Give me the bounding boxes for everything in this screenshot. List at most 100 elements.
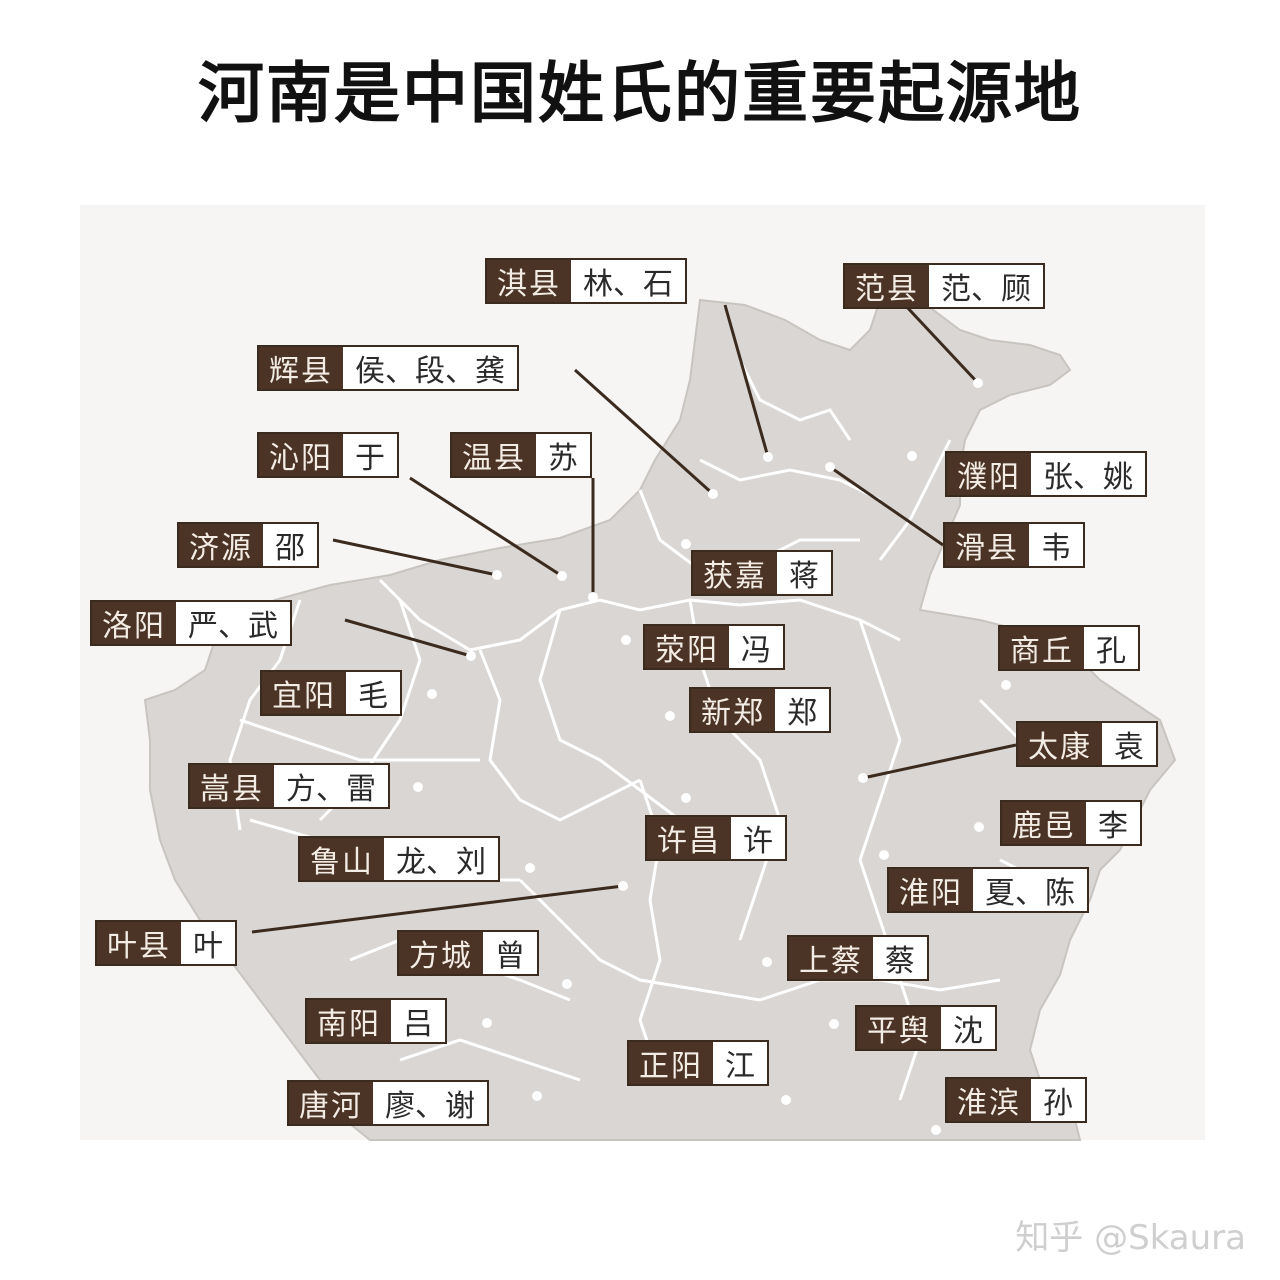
place-name: 方城 (399, 932, 483, 974)
place-name: 唐河 (289, 1082, 373, 1124)
connector-line-luoyang (344, 618, 472, 658)
location-dot-huixian (708, 489, 718, 499)
surname-list: 郑 (787, 696, 817, 731)
surname-list: 夏、陈 (985, 876, 1075, 911)
label-fangcheng: 方城曾 (397, 930, 539, 976)
place-name: 淮阳 (889, 869, 973, 911)
location-dot-shangcai (762, 957, 772, 967)
label-xingyang: 荥阳冯 (643, 624, 785, 670)
location-dot-yiyang (427, 689, 437, 699)
surname-list: 苏 (548, 441, 578, 476)
label-jiyuan: 济源邵 (177, 522, 319, 568)
connector-line-qixian (723, 304, 770, 458)
surname-list: 韦 (1041, 531, 1071, 566)
label-huaiyang: 淮阳夏、陈 (887, 867, 1089, 913)
place-name: 上蔡 (789, 937, 873, 979)
place-name: 范县 (845, 265, 929, 307)
surname-list: 叶 (193, 929, 223, 964)
surname-list: 孔 (1096, 634, 1126, 669)
connector-line-huixian (573, 368, 715, 496)
location-dot-huaxian (825, 462, 835, 472)
location-dot-zhengyang (781, 1095, 791, 1105)
place-name: 鲁山 (300, 838, 384, 880)
location-dot-huaibin (931, 1125, 941, 1135)
label-yiyang: 宜阳毛 (260, 670, 402, 716)
location-dot-luyi (974, 822, 984, 832)
surname-list: 李 (1098, 809, 1128, 844)
label-xuchang: 许昌许 (645, 815, 787, 861)
label-puyang: 濮阳张、姚 (945, 451, 1147, 497)
place-name: 南阳 (307, 1000, 391, 1042)
place-name: 获嘉 (693, 552, 777, 594)
place-name: 淇县 (487, 260, 571, 302)
place-name: 宜阳 (262, 672, 346, 714)
label-huaxian: 滑县韦 (943, 522, 1085, 568)
label-xinzheng: 新郑郑 (689, 687, 831, 733)
place-name: 许昌 (647, 817, 731, 859)
label-pingyu: 平舆沈 (855, 1005, 997, 1051)
location-dot-qixian (763, 452, 773, 462)
label-tanghe: 唐河廖、谢 (287, 1080, 489, 1126)
label-taikang: 太康袁 (1016, 721, 1158, 767)
surname-list: 廖、谢 (385, 1089, 475, 1124)
surname-list: 蔡 (885, 944, 915, 979)
henan-province-shape (143, 283, 1177, 1141)
label-shangcai: 上蔡蔡 (787, 935, 929, 981)
place-name: 济源 (179, 524, 263, 566)
page-title: 河南是中国姓氏的重要起源地 (198, 55, 1082, 132)
connector-line-taikang (862, 743, 1017, 780)
location-dot-xinzheng (665, 711, 675, 721)
location-dot-shangqiu (1001, 680, 1011, 690)
location-dot-songxian (413, 782, 423, 792)
place-name: 嵩县 (190, 765, 274, 807)
location-dots (413, 378, 1011, 1135)
location-dot-xingyang (621, 635, 631, 645)
label-qinyang: 沁阳于 (257, 432, 399, 478)
location-dot-pingyu (829, 1019, 839, 1029)
connector-line-yexian (251, 884, 624, 934)
label-zhengyang: 正阳江 (627, 1040, 769, 1086)
location-dot-qinyang (557, 571, 567, 581)
watermark: 知乎 @Skaura (1015, 1218, 1246, 1258)
surname-list: 严、武 (188, 609, 278, 644)
label-huixian: 辉县侯、段、龚 (257, 345, 519, 391)
place-name: 太康 (1018, 723, 1102, 765)
label-nanyang: 南阳吕 (305, 998, 447, 1044)
surname-list: 许 (743, 824, 773, 859)
surname-list: 孙 (1043, 1086, 1073, 1121)
surname-list: 林、石 (583, 267, 673, 302)
place-name: 正阳 (629, 1042, 713, 1084)
location-dot-xuchang (681, 793, 691, 803)
surname-list: 沈 (953, 1014, 983, 1049)
surname-list: 蒋 (789, 559, 819, 594)
label-luoyang: 洛阳严、武 (90, 600, 292, 646)
place-name: 沁阳 (259, 434, 343, 476)
place-name: 新郑 (691, 689, 775, 731)
place-name: 平舆 (857, 1007, 941, 1049)
location-dot-fanxian (973, 378, 983, 388)
label-luyi: 鹿邑李 (1000, 800, 1142, 846)
location-dot-fangcheng (562, 979, 572, 989)
place-name: 淮滨 (947, 1079, 1031, 1121)
place-name: 辉县 (259, 347, 343, 389)
location-dot-jiyuan (492, 570, 502, 580)
surname-list: 冯 (741, 633, 771, 668)
label-fanxian: 范县范、顾 (843, 263, 1045, 309)
location-dot-taikang (858, 773, 868, 783)
connector-lines (251, 303, 1017, 934)
place-name: 温县 (452, 434, 536, 476)
label-qixian: 淇县林、石 (485, 258, 687, 304)
surname-list: 龙、刘 (396, 845, 486, 880)
connector-line-fanxian (903, 303, 980, 385)
place-name: 商丘 (1000, 627, 1084, 669)
place-name: 濮阳 (947, 453, 1031, 495)
connector-line-huaxian (829, 465, 944, 547)
label-songxian: 嵩县方、雷 (188, 763, 390, 809)
place-name: 洛阳 (92, 602, 176, 644)
surname-list: 范、顾 (941, 272, 1031, 307)
surname-list: 邵 (275, 531, 305, 566)
surname-list: 毛 (358, 679, 388, 714)
surname-list: 侯、段、龚 (355, 354, 505, 389)
label-huojia: 获嘉蒋 (691, 550, 833, 596)
surname-list: 江 (725, 1049, 755, 1084)
